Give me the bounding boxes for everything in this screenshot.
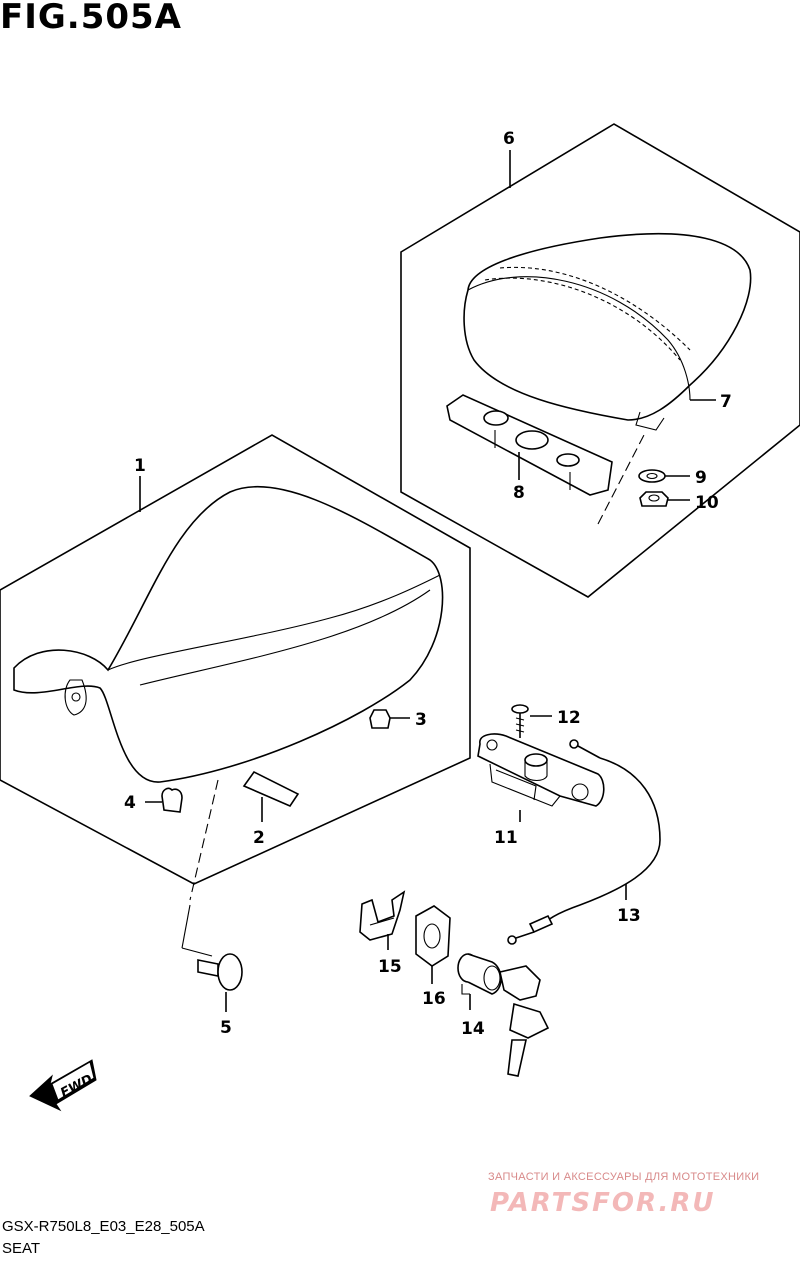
part-label-9: 9 (695, 468, 707, 488)
part-label-7: 7 (720, 392, 732, 412)
front-seat-group-frame (0, 434, 471, 885)
key-lock-part-14[interactable] (457, 953, 550, 1077)
part-label-2: 2 (253, 828, 265, 848)
rear-seat-group-frame (400, 123, 800, 598)
screw-part-12[interactable] (511, 704, 529, 738)
nut-part-10[interactable] (639, 491, 669, 507)
diagram-code: GSX-R750L8_E03_E28_505A (2, 1218, 205, 1235)
watermark-brand: PARTSFOR.RU (490, 1188, 716, 1218)
part-label-3: 3 (415, 710, 427, 730)
part-label-11: 11 (494, 828, 518, 848)
pad-part-2[interactable] (242, 770, 300, 808)
watermark-subtitle: ЗАПЧАСТИ И АКСЕССУАРЫ ДЛЯ МОТОТЕХНИКИ (488, 1171, 760, 1183)
rear-seat-bracket[interactable] (446, 394, 613, 496)
part-label-13: 13 (617, 906, 641, 926)
clip-part-15[interactable] (359, 890, 406, 941)
part-label-12: 12 (557, 708, 581, 728)
part-label-16: 16 (422, 989, 446, 1009)
cushion-part-4[interactable] (161, 787, 183, 813)
rear-seat-cushion[interactable] (463, 232, 752, 431)
part-label-14: 14 (461, 1019, 485, 1039)
figure-title: FIG.505A (0, 0, 182, 37)
grommet-part-3[interactable] (369, 709, 391, 729)
washer-part-9[interactable] (638, 469, 666, 483)
part-label-15: 15 (378, 957, 402, 977)
part-label-6: 6 (503, 129, 515, 149)
seat-lock-assembly[interactable] (477, 733, 605, 807)
plate-part-16[interactable] (415, 905, 451, 967)
lock-cable-part-13[interactable] (507, 739, 661, 945)
part-label-10: 10 (695, 493, 719, 513)
part-label-1: 1 (134, 456, 146, 476)
diagram-name: SEAT (2, 1240, 41, 1257)
fwd-arrow-icon: FWD (29, 1059, 97, 1112)
part-label-8: 8 (513, 483, 525, 503)
part-label-4: 4 (124, 793, 136, 813)
front-seat-cushion[interactable] (13, 485, 444, 783)
part-label-5: 5 (220, 1018, 232, 1038)
bolt-part-5[interactable] (197, 953, 243, 991)
